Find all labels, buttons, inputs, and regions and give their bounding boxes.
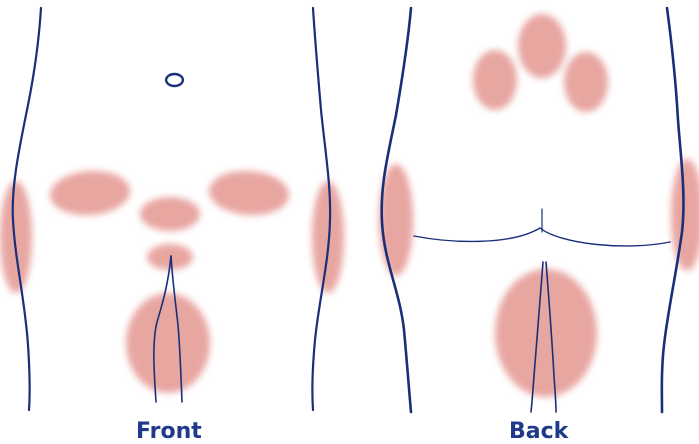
front-view — [0, 8, 344, 410]
front-left-hip-zone — [0, 181, 32, 293]
back-view — [379, 8, 699, 412]
front-lower-center-zone — [140, 197, 200, 231]
front-right-abdomen-zone — [208, 168, 291, 217]
back-upper-center-zone — [518, 14, 566, 78]
front-left-abdomen-zone — [49, 168, 132, 217]
back-upper-right-zone — [564, 52, 608, 112]
back-thighs-zone — [495, 269, 597, 397]
back-label: Back — [509, 420, 568, 444]
front-thighs-zone — [126, 293, 210, 393]
navel-mark — [166, 74, 183, 86]
front-label: Front — [136, 420, 202, 444]
back-right-hip-zone — [671, 159, 699, 271]
back-upper-left-zone — [473, 50, 517, 110]
